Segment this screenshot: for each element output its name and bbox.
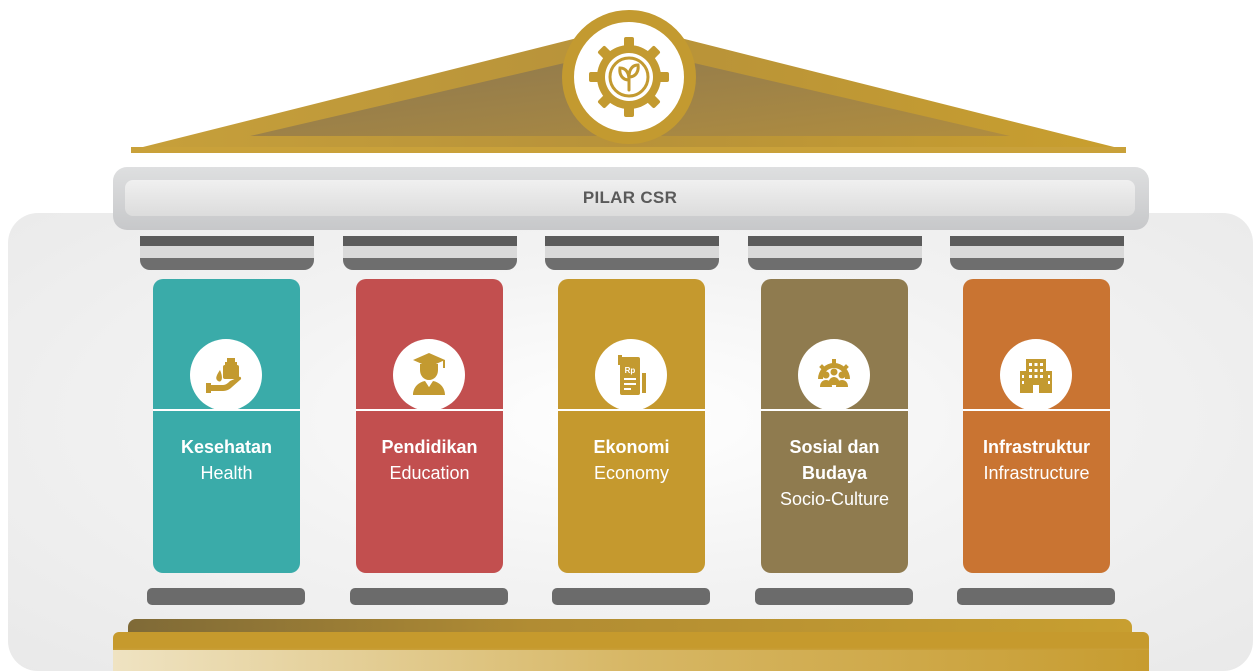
pillar-title: Sosial dan Budaya — [789, 437, 880, 483]
pillar-infrastructure: Infrastruktur Infrastructure — [963, 279, 1110, 573]
pillar-subtitle: Socio-Culture — [779, 489, 890, 509]
page-title: PILAR CSR — [582, 188, 678, 207]
pillar-subtitle: Education — [389, 463, 470, 483]
pillar-title: Pendidikan — [381, 437, 478, 457]
csr-emblem — [562, 10, 696, 144]
health-care-icon — [206, 358, 242, 393]
pillar-subtitle: Health — [200, 463, 253, 483]
column-base — [957, 588, 1115, 605]
column-capital — [545, 236, 719, 270]
pillar-title: Infrastruktur — [982, 437, 1090, 457]
pillar-health: Kesehatan Health — [153, 279, 300, 573]
stylobate-base — [113, 632, 1149, 671]
column-base — [350, 588, 508, 605]
pillar-subtitle: Economy — [593, 463, 670, 483]
pillar-title: Kesehatan — [180, 437, 273, 457]
column-capital — [950, 236, 1124, 270]
pillar-socio-culture: Sosial dan Budaya Socio-Culture — [761, 279, 908, 573]
building-icon — [1020, 359, 1052, 393]
column-base — [552, 588, 710, 605]
column-capital — [140, 236, 314, 270]
column-base — [147, 588, 305, 605]
entablature-beam: PILAR CSR — [113, 167, 1149, 230]
pillar-economy: Rp Ekonomi Economy — [558, 279, 705, 573]
column-base — [755, 588, 913, 605]
pillar-education: Pendidikan Education — [356, 279, 503, 573]
pillar-title: Ekonomi — [593, 437, 670, 457]
column-capital — [748, 236, 922, 270]
community-icon — [818, 359, 850, 387]
rupiah-receipt-icon: Rp — [618, 355, 646, 395]
gear-leaf-icon — [589, 37, 669, 117]
pillar-subtitle: Infrastructure — [983, 463, 1090, 483]
rupiah-label: Rp — [625, 366, 636, 375]
column-capital — [343, 236, 517, 270]
graduate-icon — [413, 353, 445, 395]
